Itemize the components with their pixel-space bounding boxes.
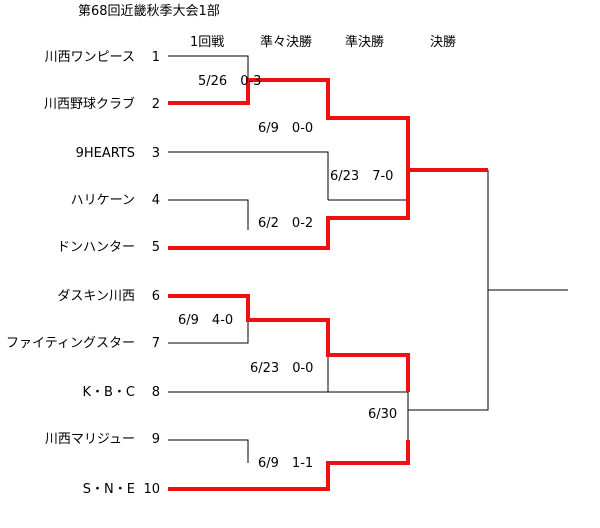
line-team-3	[168, 151, 329, 200]
bracket-title: 第68回近畿秋季大会1部	[78, 4, 220, 19]
seed-2: 2	[152, 97, 160, 112]
round-header-semifinal: 準決勝	[345, 34, 384, 50]
team-name-1: 川西ワンピース	[45, 50, 135, 65]
seed-1: 1	[152, 50, 160, 65]
round-header-1: 1回戦	[190, 35, 224, 50]
line-team-9	[168, 439, 249, 463]
team-name-6: ダスキン川西	[57, 289, 135, 304]
team-name-5: ドンハンター	[57, 240, 135, 255]
seed-3: 3	[152, 146, 160, 161]
seed-8: 8	[152, 385, 160, 400]
result-qf2: 6/2 0-2	[258, 216, 313, 231]
line-final-bottom	[408, 170, 489, 411]
result-qf1: 6/9 0-0	[258, 121, 313, 136]
result-qf3: 6/23 0-0	[250, 361, 313, 376]
team-name-3: 9HEARTS	[76, 146, 135, 161]
team-name-9: 川西マリジュー	[45, 432, 135, 447]
round-header-final: 決勝	[430, 35, 456, 50]
team-name-10: S・N・E	[83, 482, 135, 497]
win-path-team-10	[168, 440, 410, 491]
line-team-7	[168, 320, 249, 344]
line-sf2	[328, 391, 409, 463]
team-name-2: 川西野球クラブ	[44, 96, 135, 112]
winner-lines	[168, 78, 488, 491]
win-path-team-6	[168, 294, 410, 392]
team-name-8: K・B・C	[82, 385, 135, 400]
result-qf4: 6/9 1-1	[258, 456, 313, 471]
seed-7: 7	[152, 336, 160, 351]
seed-4: 4	[152, 193, 160, 208]
result-r1-bottom: 6/9 4-0	[178, 313, 233, 328]
seed-10: 10	[143, 482, 160, 497]
seed-5: 5	[152, 240, 160, 255]
result-sf2: 6/30	[368, 407, 397, 422]
seed-6: 6	[152, 289, 160, 304]
team-name-7: ファイティングスター	[6, 336, 135, 351]
bracket-lines	[168, 55, 568, 463]
result-r1-top: 5/26 0-3	[198, 74, 261, 89]
round-header-quarterfinal: 準々決勝	[260, 34, 312, 50]
team-name-4: ハリケーン	[71, 193, 135, 208]
win-path-team-5	[168, 118, 410, 250]
seed-9: 9	[152, 432, 160, 447]
result-sf1: 6/23 7-0	[330, 169, 393, 184]
line-team-4	[168, 199, 249, 230]
